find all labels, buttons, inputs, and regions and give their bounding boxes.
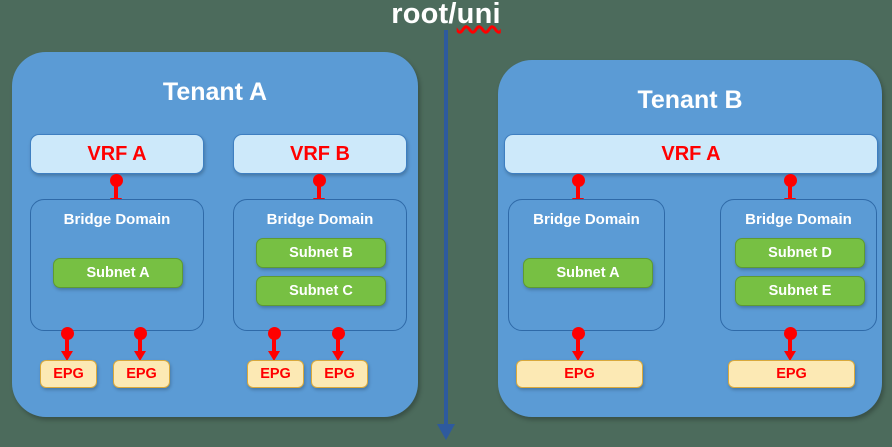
connector-stem bbox=[317, 185, 321, 199]
root-uni-connector-line bbox=[444, 30, 448, 426]
connector-arrowhead bbox=[134, 351, 146, 361]
tenant-b-bridge-domain-2[interactable]: Bridge Domain Subnet D Subnet E bbox=[720, 199, 877, 331]
connector-dot bbox=[312, 174, 326, 187]
connector-dot bbox=[571, 174, 585, 187]
tenant-b-connector-bd-2-to-epg-1 bbox=[781, 327, 799, 363]
connector-arrowhead bbox=[61, 351, 73, 361]
tenant-b-title: Tenant B bbox=[637, 86, 743, 114]
tenant-a-bd-1-subnet-a[interactable]: Subnet A bbox=[53, 258, 183, 288]
connector-dot bbox=[133, 327, 147, 340]
tenant-a-vrf-a-label: VRF A bbox=[87, 142, 147, 165]
tenant-b-bridge-domain-1[interactable]: Bridge Domain Subnet A bbox=[508, 199, 665, 331]
connector-stem bbox=[788, 338, 792, 352]
connector-stem bbox=[576, 185, 580, 199]
connector-stem bbox=[788, 185, 792, 199]
page-title-suffix-misspelled: uni bbox=[456, 0, 501, 30]
tenant-a-connector-bd-1-to-epg-2 bbox=[131, 327, 149, 363]
connector-arrowhead bbox=[572, 351, 584, 361]
connector-dot bbox=[109, 174, 123, 187]
connector-dot bbox=[783, 174, 797, 187]
tenant-b-bd-2-subnet-d-label: Subnet D bbox=[768, 245, 832, 261]
tenant-a-bd-1-epg-2-label: EPG bbox=[126, 366, 157, 382]
tenant-a-bridge-domain-2-title: Bridge Domain bbox=[266, 211, 374, 228]
tenant-b-bd-2-subnet-d[interactable]: Subnet D bbox=[735, 238, 865, 268]
tenant-a-vrf-b[interactable]: VRF B bbox=[233, 134, 407, 174]
tenant-a-bd-2-subnet-c-label: Subnet C bbox=[289, 283, 353, 299]
tenant-b-bd-1-epg-1[interactable]: EPG bbox=[516, 360, 643, 388]
root-uni-connector-arrowhead bbox=[437, 424, 455, 440]
tenant-a-container[interactable]: Tenant A VRF A VRF B Bridge Domain Subne… bbox=[12, 52, 418, 417]
tenant-b-bridge-domain-2-title: Bridge Domain bbox=[745, 211, 852, 228]
tenant-a-bridge-domain-1[interactable]: Bridge Domain Subnet A bbox=[30, 199, 204, 331]
tenant-b-vrf-a[interactable]: VRF A bbox=[504, 134, 878, 174]
tenant-b-vrf-a-label: VRF A bbox=[661, 142, 721, 165]
connector-arrowhead bbox=[784, 351, 796, 361]
connector-dot bbox=[571, 327, 585, 340]
connector-dot bbox=[783, 327, 797, 340]
tenant-b-bridge-domain-1-title: Bridge Domain bbox=[533, 211, 640, 228]
connector-stem bbox=[336, 338, 340, 352]
tenant-b-bd-1-subnet-a[interactable]: Subnet A bbox=[523, 258, 653, 288]
connector-dot bbox=[60, 327, 74, 340]
connector-dot bbox=[331, 327, 345, 340]
tenant-a-bd-2-epg-2[interactable]: EPG bbox=[311, 360, 368, 388]
tenant-b-bd-2-epg-1[interactable]: EPG bbox=[728, 360, 855, 388]
connector-dot bbox=[267, 327, 281, 340]
connector-stem bbox=[576, 338, 580, 352]
tenant-b-container[interactable]: Tenant B VRF A Bridge Domain Subnet A Br… bbox=[498, 60, 882, 417]
tenant-a-connector-bd-1-to-epg-1 bbox=[58, 327, 76, 363]
tenant-a-bd-1-subnet-a-label: Subnet A bbox=[86, 265, 150, 281]
tenant-a-connector-bd-2-to-epg-1 bbox=[265, 327, 283, 363]
tenant-b-connector-bd-1-to-epg-1 bbox=[569, 327, 587, 363]
tenant-b-bd-1-epg-1-label: EPG bbox=[564, 366, 595, 382]
tenant-a-bridge-domain-2[interactable]: Bridge Domain Subnet B Subnet C bbox=[233, 199, 407, 331]
tenant-a-bridge-domain-1-title: Bridge Domain bbox=[63, 211, 171, 228]
connector-arrowhead bbox=[268, 351, 280, 361]
tenant-a-vrf-a[interactable]: VRF A bbox=[30, 134, 204, 174]
connector-stem bbox=[138, 338, 142, 352]
page-title: root/uni bbox=[0, 0, 892, 31]
tenant-a-bd-2-epg-1[interactable]: EPG bbox=[247, 360, 304, 388]
tenant-a-vrf-b-label: VRF B bbox=[290, 142, 350, 165]
page-title-prefix: root/ bbox=[391, 0, 457, 30]
tenant-a-bd-2-epg-2-label: EPG bbox=[324, 366, 355, 382]
connector-stem bbox=[272, 338, 276, 352]
tenant-a-title: Tenant A bbox=[162, 78, 268, 106]
tenant-b-bd-2-epg-1-label: EPG bbox=[776, 366, 807, 382]
tenant-b-bd-2-subnet-e-label: Subnet E bbox=[768, 283, 832, 299]
tenant-a-bd-1-epg-1-label: EPG bbox=[53, 366, 84, 382]
tenant-a-bd-2-epg-1-label: EPG bbox=[260, 366, 291, 382]
connector-stem bbox=[65, 338, 69, 352]
tenant-a-connector-bd-2-to-epg-2 bbox=[329, 327, 347, 363]
tenant-b-bd-1-subnet-a-label: Subnet A bbox=[556, 265, 620, 281]
tenant-a-bd-1-epg-2[interactable]: EPG bbox=[113, 360, 170, 388]
connector-arrowhead bbox=[332, 351, 344, 361]
tenant-a-bd-1-epg-1[interactable]: EPG bbox=[40, 360, 97, 388]
tenant-b-bd-2-subnet-e[interactable]: Subnet E bbox=[735, 276, 865, 306]
connector-stem bbox=[114, 185, 118, 199]
tenant-a-bd-2-subnet-c[interactable]: Subnet C bbox=[256, 276, 386, 306]
tenant-a-bd-2-subnet-b[interactable]: Subnet B bbox=[256, 238, 386, 268]
tenant-a-bd-2-subnet-b-label: Subnet B bbox=[289, 245, 353, 261]
